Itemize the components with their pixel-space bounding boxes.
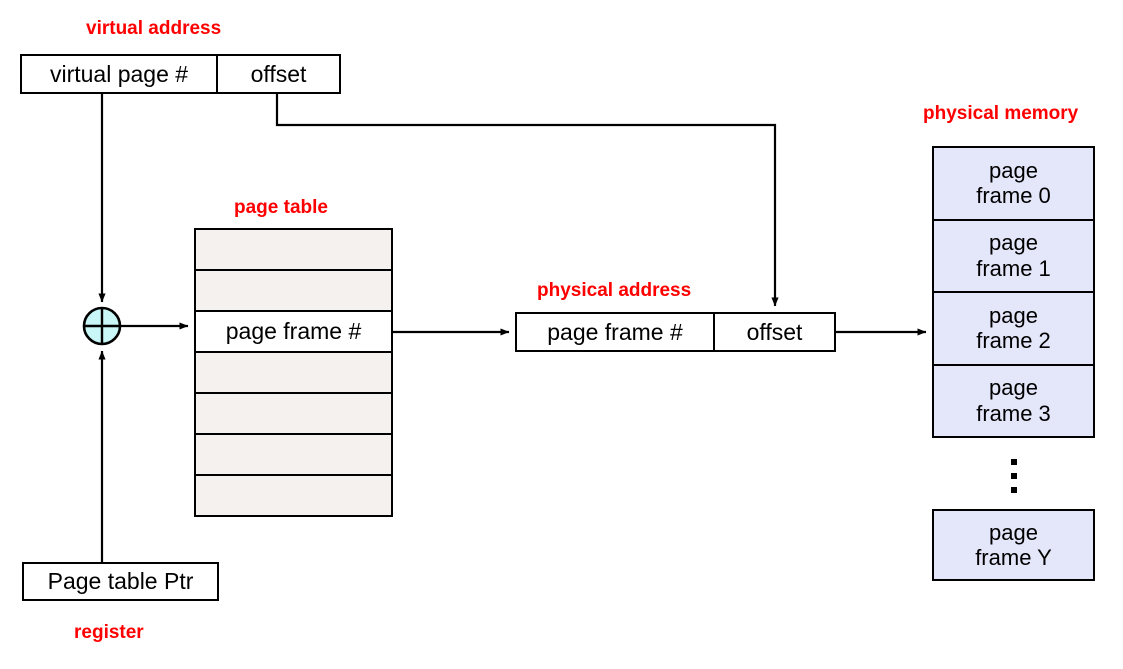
page-frame-number-field: page frame #: [547, 318, 683, 345]
page-frame-1-line2: frame 1: [976, 255, 1051, 281]
page-frame-2: page frame 2: [934, 293, 1093, 366]
page-table-row: [196, 435, 391, 476]
ellipsis-dot: [1010, 459, 1017, 465]
page-frame-3: page frame 3: [934, 365, 1093, 436]
label-physical-address: physical address: [537, 280, 692, 301]
vertical-ellipsis-icon: [932, 452, 1095, 500]
page-frame-1: page frame 1: [934, 220, 1093, 293]
page-table-row: [196, 394, 391, 435]
page-frame-3-line1: page: [989, 375, 1038, 401]
physical-address-box: page frame # offset: [515, 312, 836, 352]
page-table-row-selected: page frame #: [196, 312, 391, 353]
adder-icon: [82, 306, 122, 346]
label-page-table: page table: [234, 197, 328, 218]
page-frame-0-line1: page: [989, 157, 1038, 183]
page-frame-y-line1: page: [989, 519, 1038, 545]
page-table-row: [196, 353, 391, 394]
virtual-offset-field: offset: [216, 56, 339, 92]
ellipsis-dot: [1010, 487, 1017, 493]
ellipsis-dot: [1010, 473, 1017, 479]
page-frame-y-line2: frame Y: [975, 545, 1052, 570]
page-frame-y: page frame Y: [932, 509, 1095, 581]
page-frame-3-line2: frame 3: [976, 400, 1051, 426]
page-table-box: page frame #: [194, 228, 393, 517]
label-register: register: [74, 622, 144, 643]
label-virtual-address: virtual address: [86, 18, 222, 39]
page-frame-1-line1: page: [989, 230, 1038, 256]
virtual-address-box: virtual page # offset: [20, 54, 341, 94]
page-frame-2-line2: frame 2: [976, 328, 1051, 354]
virtual-page-number-field: virtual page #: [49, 60, 189, 87]
page-frame-2-line1: page: [989, 302, 1038, 328]
label-physical-memory: physical memory: [923, 103, 1079, 124]
page-table-row: [196, 230, 391, 271]
page-frame-0: page frame 0: [934, 148, 1093, 221]
page-table-row: [196, 476, 391, 515]
page-table-ptr-register-box: Page table Ptr: [22, 562, 219, 601]
physical-memory-box: page frame 0 page frame 1 page frame 2 p…: [932, 146, 1095, 438]
page-frame-0-line2: frame 0: [976, 183, 1051, 209]
page-table-row: [196, 271, 391, 312]
physical-offset-field: offset: [713, 314, 834, 350]
